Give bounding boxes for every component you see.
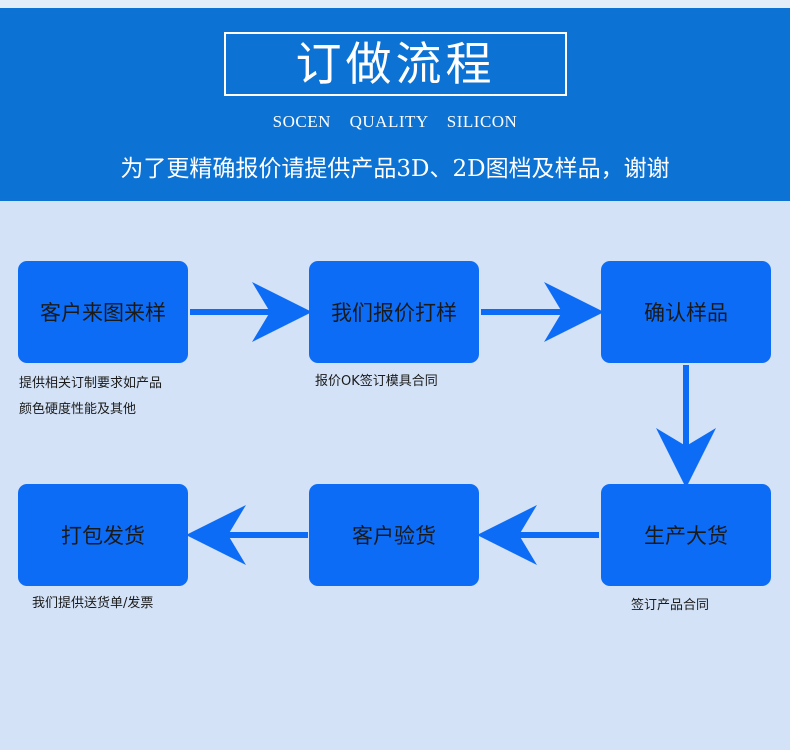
step-customer-drawings: 客户来图来样: [18, 261, 188, 363]
note-step2: 报价OK签订模具合同: [315, 369, 438, 395]
note-step2-line1: 报价OK签订模具合同: [315, 374, 438, 389]
note-step6-line1: 我们提供送货单/发票: [32, 596, 154, 611]
step-packing-shipping: 打包发货: [18, 484, 188, 586]
step-confirm-sample: 确认样品: [601, 261, 771, 363]
page-title: 订做流程: [224, 32, 567, 96]
note-step4: 签订产品合同: [631, 593, 709, 619]
brand-subtitle: SOCEN QUALITY SILICON: [272, 112, 518, 131]
note-step1-line1: 提供相关订制要求如产品: [19, 376, 163, 391]
tagline: 为了更精确报价请提供产品3D、2D图档及样品，谢谢: [120, 156, 670, 182]
top-strip: [0, 0, 790, 8]
note-step6: 我们提供送货单/发票: [32, 591, 153, 617]
note-step1-line2: 颜色硬度性能及其他: [19, 402, 137, 417]
note-step4-line1: 签订产品合同: [631, 598, 710, 613]
step-mass-production: 生产大货: [601, 484, 771, 586]
header-banner: 订做流程 SOCEN QUALITY SILICON 为了更精确报价请提供产品3…: [0, 8, 790, 201]
step-quote-sample: 我们报价打样: [309, 261, 479, 363]
step-customer-inspection: 客户验货: [309, 484, 479, 586]
note-step1: 提供相关订制要求如产品 颜色硬度性能及其他: [19, 371, 162, 423]
